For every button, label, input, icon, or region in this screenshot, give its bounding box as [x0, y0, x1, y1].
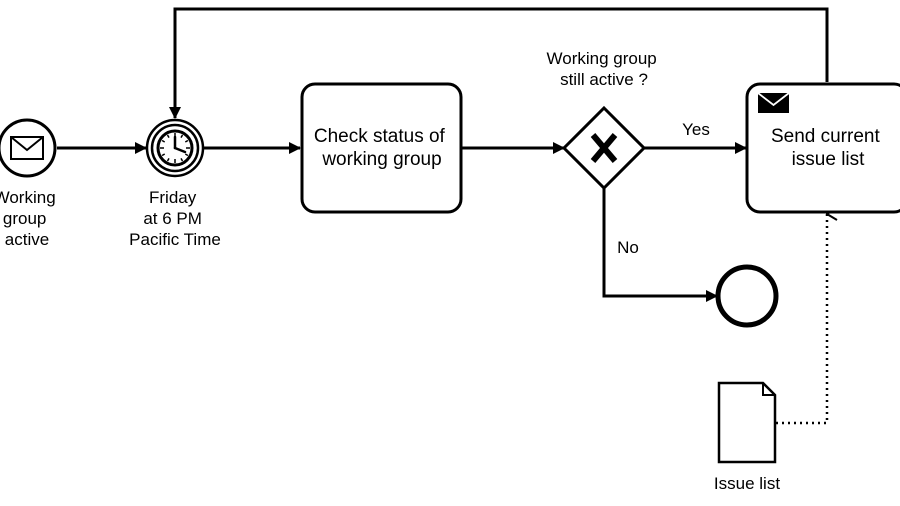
- svg-text:Send current issue list: Send current issue list: [771, 126, 885, 170]
- flow-gateway-no[interactable]: [602, 187, 718, 302]
- flow-loop-back[interactable]: [169, 7, 829, 119]
- data-object-label: Issue list: [714, 474, 780, 493]
- end-event[interactable]: [715, 264, 779, 328]
- svg-text:Friday at 6 PM Pacific: Friday at 6 PM Pacific Time: [129, 188, 221, 249]
- start-event-label-line-1: Working: [0, 188, 56, 207]
- document-icon: [717, 381, 777, 464]
- task-send-label-line-1: Send current: [771, 126, 881, 147]
- task-send-issue-list[interactable]: Send current issue list: [745, 82, 900, 214]
- timer-event-label-line-3: Pacific Time: [129, 230, 221, 249]
- task-send-label-line-2: issue list: [792, 149, 866, 170]
- sequence-flows: [57, 7, 829, 302]
- task-check-status-label-line-2: working group: [321, 149, 441, 170]
- task-check-status[interactable]: Check status of working group: [300, 82, 463, 214]
- timer-event[interactable]: [145, 118, 205, 178]
- flow-label-no: No: [617, 238, 639, 257]
- envelope-filled-icon: [757, 92, 790, 113]
- svg-text:Check status of working: Check status of working group: [314, 126, 450, 170]
- start-event-label-line-3: active: [5, 230, 49, 249]
- start-event[interactable]: [0, 118, 57, 178]
- flow-label-yes: Yes: [682, 120, 710, 139]
- gateway-label-line-2: still active ?: [560, 70, 648, 89]
- data-object-issue-list[interactable]: [717, 381, 777, 464]
- gateway-label-line-1: Working group: [547, 49, 657, 68]
- timer-event-label-line-1: Friday: [149, 188, 197, 207]
- x-icon: [590, 133, 618, 163]
- svg-text:Working group still active: Working group still active ?: [547, 49, 662, 89]
- timer-event-label-line-2: at 6 PM: [143, 209, 202, 228]
- svg-text:Working group active: Working group active: [0, 188, 60, 249]
- envelope-icon: [10, 136, 44, 160]
- task-check-status-label-line-1: Check status of: [314, 126, 446, 147]
- start-event-label-line-2: group: [3, 209, 46, 228]
- clock-icon: [156, 129, 194, 167]
- exclusive-gateway[interactable]: [561, 105, 647, 191]
- data-association[interactable]: [776, 214, 827, 425]
